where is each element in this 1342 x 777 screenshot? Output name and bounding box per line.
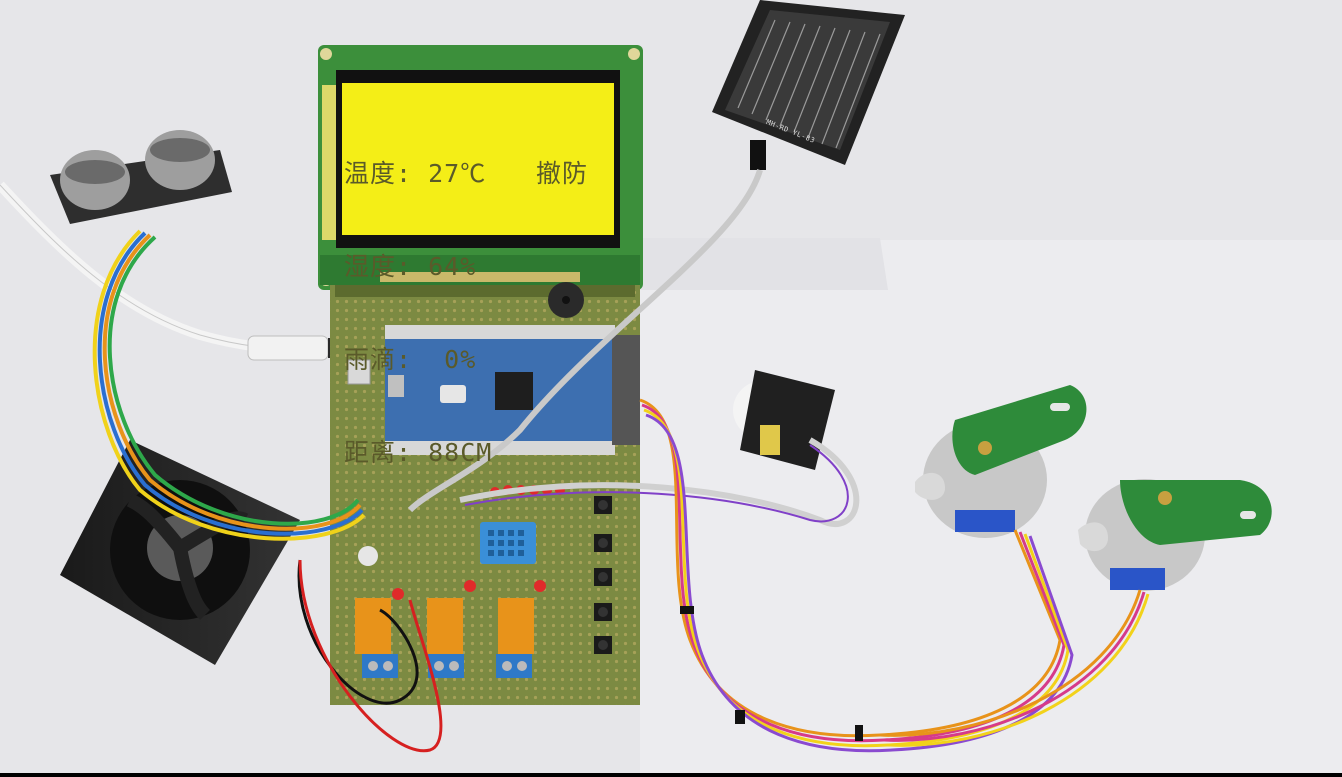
- arm-status: 撤防: [536, 159, 589, 188]
- motor-wires: [639, 398, 1150, 753]
- rain-sensor: [712, 0, 905, 170]
- relay-3: [496, 580, 546, 678]
- rain-label: 雨滴:: [344, 345, 413, 374]
- humidity-value: 64%: [428, 252, 477, 281]
- potentiometer: [358, 546, 378, 566]
- pir-cable: [459, 437, 860, 527]
- lcd-line-rain: 雨滴: 0%: [344, 344, 492, 375]
- lcd-screen: [342, 83, 614, 235]
- lcd-display: 温度: 27℃ 撤防 湿度: 64% 雨滴: 0% 距离: 88CM: [344, 96, 587, 499]
- temperature-value: 27℃: [428, 159, 487, 188]
- paper-fold: [640, 238, 888, 290]
- distance-label: 距离:: [344, 438, 413, 467]
- mcu-chip: [495, 372, 533, 410]
- micro-usb: [388, 375, 404, 397]
- lcd-line-temperature: 温度: 27℃ 撤防: [344, 158, 587, 189]
- ribbon-cable: [92, 229, 366, 541]
- lcd-header-pins: [380, 272, 580, 282]
- black-wire: [297, 559, 419, 705]
- relay-2: [427, 580, 476, 678]
- rain-value: 0%: [428, 345, 477, 374]
- cable-ties: [680, 606, 863, 741]
- crystal: [440, 385, 466, 403]
- temperature-label: 温度:: [344, 159, 413, 188]
- relay-1: [355, 588, 404, 678]
- pin-header: [612, 335, 640, 445]
- ultrasonic-sensor: [50, 130, 232, 224]
- power-switch: [347, 359, 371, 385]
- lcd-line-distance: 距离: 88CM: [344, 437, 492, 468]
- stepper-motor-1: [915, 385, 1087, 538]
- lcd-line-humidity: 湿度: 64%: [344, 251, 492, 282]
- usb-plug: [247, 335, 329, 361]
- stepper-motor-2: [1078, 479, 1272, 591]
- distance-value: 88CM: [428, 438, 493, 467]
- red-wire: [298, 559, 443, 753]
- push-buttons: [594, 496, 612, 654]
- rain-sensor-cable: [407, 169, 763, 513]
- humidity-label: 湿度:: [344, 252, 413, 281]
